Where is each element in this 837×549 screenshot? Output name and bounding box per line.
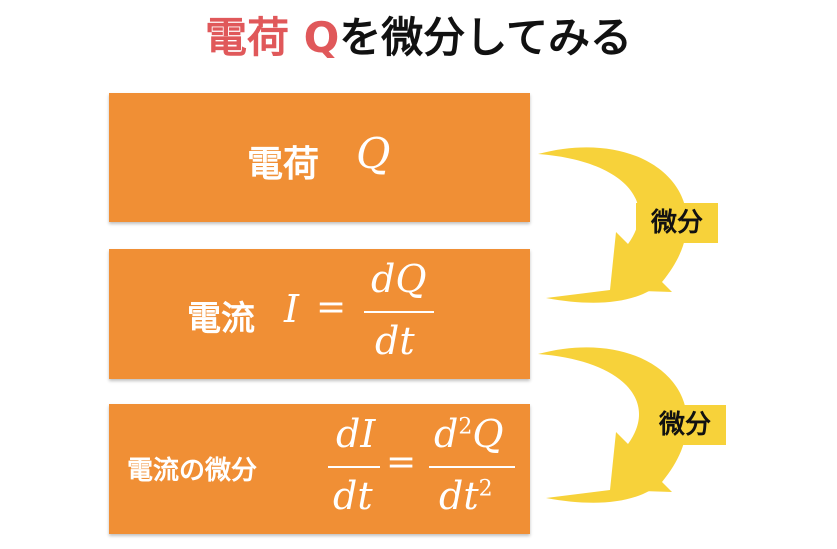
title-accent: 電荷 Q — [204, 13, 340, 62]
title-rest: を微分してみる — [339, 13, 633, 62]
derivative-numerator-1: dI — [336, 412, 376, 456]
current-derivative-box: 電流の微分 dI dt = d2Q dt2 — [109, 404, 530, 534]
current-numerator: dQ — [371, 257, 427, 301]
charge-label: 電荷 — [247, 144, 320, 185]
page-title: 電荷 Qを微分してみる — [0, 8, 837, 68]
differentiate-label-1: 微分 — [636, 203, 718, 243]
derivative-equals: = — [386, 442, 417, 483]
derivative-fraction-bar-2 — [429, 466, 515, 468]
charge-box: 電荷 Q — [109, 93, 530, 222]
current-denominator: dt — [375, 319, 415, 363]
current-label: 電流 — [187, 299, 255, 339]
current-box: 電流 I = dQ dt — [109, 249, 530, 379]
derivative-denominator-1: dt — [333, 474, 373, 518]
differentiate-label-2: 微分 — [644, 405, 726, 445]
derivative-denominator-2: dt2 — [439, 474, 493, 518]
curved-arrow-2 — [538, 347, 688, 503]
derivative-fraction-bar-1 — [328, 466, 380, 468]
current-derivative-label: 電流の微分 — [127, 456, 258, 486]
derivative-numerator-2: d2Q — [434, 412, 504, 456]
charge-symbol: Q — [356, 129, 391, 178]
curved-arrow-1 — [538, 147, 688, 303]
current-fraction-bar — [364, 311, 434, 313]
current-equals: = — [316, 287, 347, 328]
current-lhs: I — [284, 287, 300, 331]
